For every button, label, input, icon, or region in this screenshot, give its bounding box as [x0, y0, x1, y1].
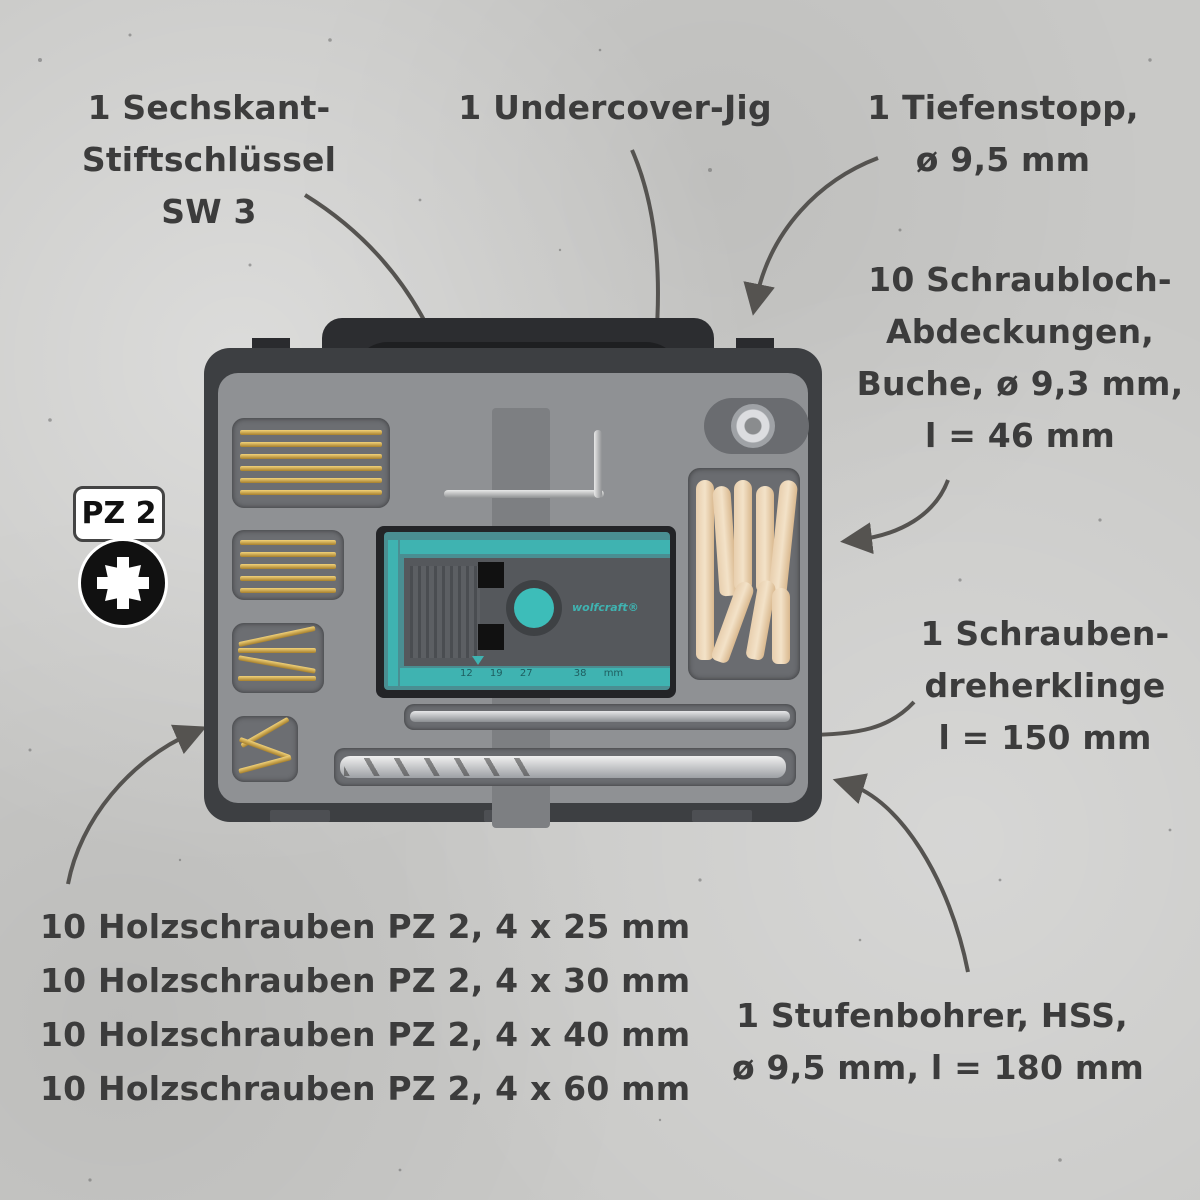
tool-case: wolfcraft® 12 19 27 38 mm: [204, 318, 822, 828]
step-drill-flutes: [344, 758, 544, 776]
pozidriv-star-icon: [78, 538, 168, 628]
pz-badge: PZ 2: [73, 486, 165, 542]
label-line: 1 Undercover-Jig: [458, 88, 772, 127]
label-line: Abdeckungen,: [885, 312, 1155, 351]
label-line: ø 9,5 mm, l = 180 mm: [732, 1048, 1144, 1087]
scale-mark: 19: [489, 668, 503, 679]
jig-scale: 12 19 27 38 mm: [460, 668, 637, 679]
label-step-drill: 1 Stufenbohrer, HSS, ø 9,5 mm, l = 180 m…: [732, 990, 1144, 1094]
label-line: l = 150 mm: [938, 718, 1152, 757]
jig-scale-marker: [472, 656, 484, 665]
jig-scale-rail: [400, 668, 670, 686]
label-line: 1 Stufenbohrer, HSS,: [736, 996, 1128, 1035]
scale-mark: 38: [573, 668, 587, 679]
jig-slot: [478, 624, 504, 650]
label-line: 1 Sechskant-: [87, 88, 331, 127]
label-line: 10 Schraubloch-: [868, 260, 1172, 299]
scale-unit: mm: [603, 668, 624, 679]
label-hex-key: 1 Sechskant- Stiftschlüssel SW 3: [78, 82, 340, 238]
scale-mark: 27: [519, 668, 533, 679]
screwdriver-bit: [410, 711, 790, 722]
label-line: SW 3: [161, 192, 257, 231]
hex-key-bend: [594, 430, 602, 498]
label-line: 10 Holzschrauben PZ 2, 4 x 30 mm: [40, 961, 691, 1000]
brand-logo: wolfcraft®: [572, 601, 639, 614]
case-clasp: [692, 810, 752, 822]
label-plugs: 10 Schraubloch- Abdeckungen, Buche, ø 9,…: [855, 254, 1185, 462]
label-line: ø 9,5 mm: [915, 140, 1091, 179]
label-screwdriver-bit: 1 Schrauben- dreherklinge l = 150 mm: [915, 608, 1175, 764]
case-clasp: [270, 810, 330, 822]
scale-mark: 12: [460, 668, 473, 679]
jig-rail: [388, 540, 398, 686]
jig-clamp-knob[interactable]: [514, 588, 554, 628]
label-line: Buche, ø 9,3 mm,: [856, 364, 1184, 403]
label-depth-stop: 1 Tiefenstopp, ø 9,5 mm: [858, 82, 1148, 186]
label-line: 1 Schrauben-: [920, 614, 1170, 653]
arrow-plugs: [840, 479, 950, 555]
hex-key: [444, 490, 604, 498]
jig-grip-ribs: [410, 566, 480, 658]
label-line: 10 Holzschrauben PZ 2, 4 x 25 mm: [40, 907, 691, 946]
depth-stop-ring: [731, 404, 775, 448]
label-line: 10 Holzschrauben PZ 2, 4 x 40 mm: [40, 1015, 691, 1054]
label-jig: 1 Undercover-Jig: [455, 82, 775, 134]
label-line: dreherklinge: [924, 666, 1166, 705]
label-line: Stiftschlüssel: [81, 140, 337, 179]
label-line: l = 46 mm: [925, 416, 1115, 455]
label-line: 10 Holzschrauben PZ 2, 4 x 60 mm: [40, 1069, 691, 1108]
label-line: 1 Tiefenstopp,: [867, 88, 1139, 127]
arrow-drill: [832, 773, 970, 973]
jig-rail: [400, 540, 670, 554]
label-screws: 10 Holzschrauben PZ 2, 4 x 25 mm 10 Holz…: [40, 900, 690, 1116]
arrow-screws: [66, 724, 207, 885]
jig-slot: [478, 562, 504, 588]
arrow-depth-stop: [743, 156, 879, 316]
